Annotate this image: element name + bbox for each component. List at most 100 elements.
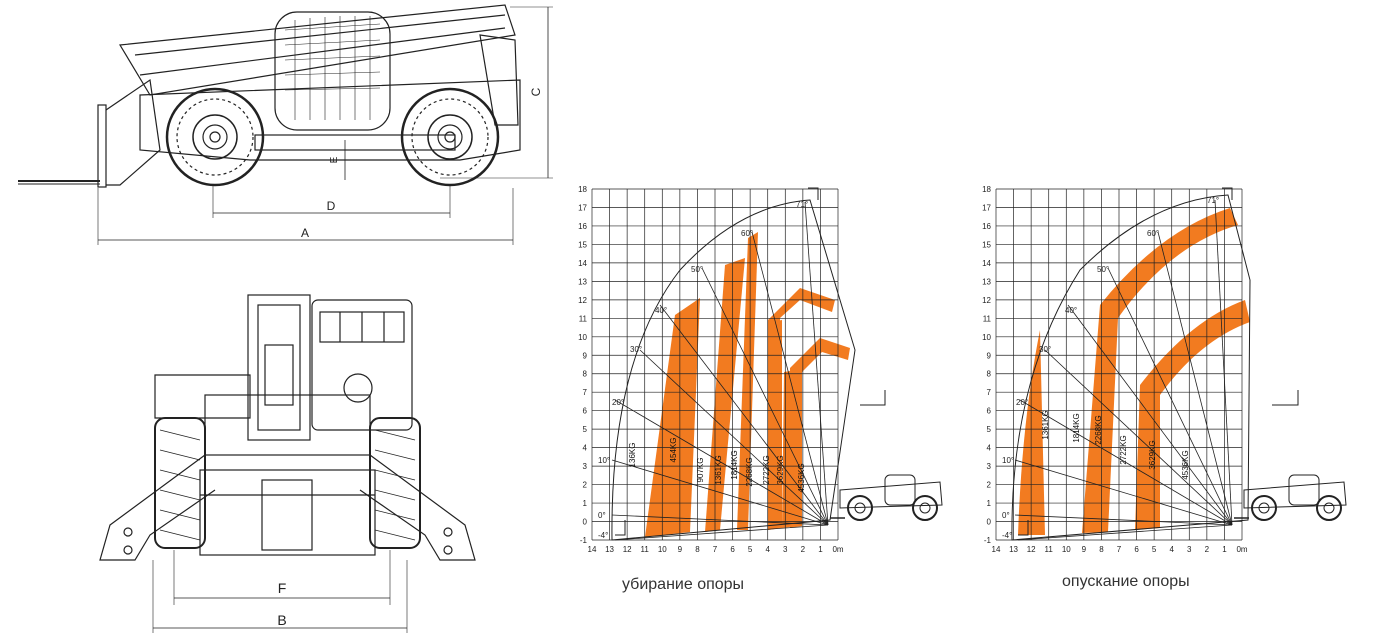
truck-hub-front bbox=[854, 502, 866, 514]
y-tick-label: 15 bbox=[578, 240, 587, 249]
x-tick-label: 7 bbox=[713, 545, 718, 554]
y-tick-label: -1 bbox=[984, 536, 992, 545]
body bbox=[154, 374, 251, 419]
angle-label: -4° bbox=[598, 531, 608, 540]
angle-label: 71° bbox=[796, 200, 808, 209]
y-tick-label: 18 bbox=[578, 185, 587, 194]
load-zone-0 bbox=[645, 298, 700, 537]
reach-envelope bbox=[1011, 194, 1251, 541]
truck-hub-rear bbox=[1323, 502, 1335, 514]
dim-label-d: D bbox=[327, 199, 336, 213]
left-tire bbox=[154, 417, 206, 549]
y-tick-label: 10 bbox=[578, 333, 587, 342]
x-tick-label: 10 bbox=[658, 545, 667, 554]
x-tick-label: 8 bbox=[1099, 545, 1104, 554]
zone-weight-label: 2722KG bbox=[762, 455, 771, 484]
front-view bbox=[99, 294, 476, 633]
y-tick-label: 6 bbox=[583, 407, 588, 416]
x-tick-label: 11 bbox=[641, 545, 650, 554]
load-chart-extended: 71°60°50°40°30°20°10°0°-4°18171615141312… bbox=[982, 185, 1347, 554]
y-tick-label: 12 bbox=[578, 296, 587, 305]
chart-caption-retracted: убирание опоры bbox=[622, 576, 745, 593]
angle-label: 20° bbox=[612, 398, 624, 407]
angle-label: 40° bbox=[655, 306, 667, 315]
boom bbox=[119, 4, 516, 96]
right-outrigger bbox=[359, 454, 476, 561]
mast bbox=[247, 294, 311, 441]
x-tick-label: 1 bbox=[1222, 545, 1227, 554]
zone-weight-label: 2722KG bbox=[1119, 435, 1128, 464]
angle-ray bbox=[1014, 514, 1233, 526]
y-tick-label: 4 bbox=[987, 444, 992, 453]
top-fork-marker bbox=[1222, 187, 1233, 200]
y-tick-label: 2 bbox=[583, 481, 588, 490]
x-tick-label: 3 bbox=[1187, 545, 1192, 554]
zone-weight-label: 2268KG bbox=[1094, 415, 1103, 444]
zone-weight-label: 454KG bbox=[669, 438, 678, 463]
x-tick-label: 13 bbox=[1009, 545, 1018, 554]
angle-label: -4° bbox=[1002, 531, 1012, 540]
y-tick-label: 8 bbox=[987, 370, 992, 379]
angle-label: 0° bbox=[598, 511, 606, 520]
y-tick-label: 2 bbox=[987, 481, 992, 490]
right-tire bbox=[369, 417, 421, 549]
telehandler-icon bbox=[830, 474, 943, 521]
y-tick-label: 0 bbox=[987, 518, 992, 527]
truck-wheel-rear bbox=[1316, 495, 1342, 521]
y-tick-label: 9 bbox=[583, 351, 588, 360]
y-tick-label: 3 bbox=[987, 462, 992, 471]
angle-label: 10° bbox=[1002, 456, 1014, 465]
angle-ray bbox=[1014, 459, 1233, 526]
low-fork-marker bbox=[1018, 520, 1029, 536]
side-fork-marker bbox=[1272, 390, 1299, 406]
y-tick-label: 1 bbox=[987, 499, 992, 508]
y-tick-label: 14 bbox=[982, 259, 991, 268]
truck-hub-front bbox=[1258, 502, 1270, 514]
truck-wheel-front bbox=[1251, 495, 1277, 521]
dim-label-b: B bbox=[277, 612, 286, 628]
x-tick-label: 10 bbox=[1062, 545, 1071, 554]
zone-weight-label: 1361KG bbox=[1041, 410, 1050, 439]
dim-label-e: E bbox=[329, 156, 340, 163]
y-tick-label: 5 bbox=[987, 425, 992, 434]
truck-hub-rear bbox=[919, 502, 931, 514]
truck-body bbox=[839, 481, 943, 509]
x-tick-label: 14 bbox=[992, 545, 1001, 554]
zone-weight-label: 4536KG bbox=[1181, 450, 1190, 479]
x-tick-label: 4 bbox=[1169, 545, 1174, 554]
telehandler-icon bbox=[1234, 474, 1347, 521]
cab-cage bbox=[274, 11, 391, 131]
angle-label: 60° bbox=[741, 229, 753, 238]
x-tick-label: 7 bbox=[1117, 545, 1122, 554]
x-tick-label: 5 bbox=[1152, 545, 1157, 554]
x-tick-label: 9 bbox=[678, 545, 683, 554]
y-tick-label: 3 bbox=[583, 462, 588, 471]
load-zone-0 bbox=[1018, 330, 1045, 535]
zone-weight-label: 1361KG bbox=[714, 455, 723, 484]
angle-ray bbox=[1157, 231, 1233, 526]
x-tick-label: 6 bbox=[730, 545, 735, 554]
dim-label-c: C bbox=[529, 87, 543, 96]
y-tick-label: 13 bbox=[982, 277, 991, 286]
x-tick-label: 13 bbox=[605, 545, 614, 554]
load-zone-5 bbox=[790, 338, 850, 528]
angle-label: 50° bbox=[691, 265, 703, 274]
y-tick-label: 7 bbox=[583, 388, 588, 397]
truck-cab bbox=[1288, 474, 1320, 506]
y-tick-label: 15 bbox=[982, 240, 991, 249]
angle-ray bbox=[1017, 524, 1233, 541]
dim-label-f: F bbox=[278, 580, 287, 596]
y-tick-label: 11 bbox=[983, 314, 992, 323]
angle-ray bbox=[614, 524, 829, 541]
y-tick-label: 6 bbox=[987, 407, 992, 416]
side-fork-marker bbox=[860, 390, 886, 406]
load-chart-retracted: 71°60°50°40°30°20°10°0°-4°18171615141312… bbox=[578, 185, 943, 554]
y-tick-label: -1 bbox=[580, 536, 588, 545]
y-tick-label: 11 bbox=[579, 314, 588, 323]
angle-ray bbox=[1067, 304, 1233, 526]
x-tick-label: 11 bbox=[1045, 545, 1054, 554]
y-tick-label: 16 bbox=[982, 222, 991, 231]
zone-weight-label: 4536KG bbox=[797, 463, 806, 492]
chart-caption-extended: опускание опоры bbox=[1062, 573, 1190, 590]
